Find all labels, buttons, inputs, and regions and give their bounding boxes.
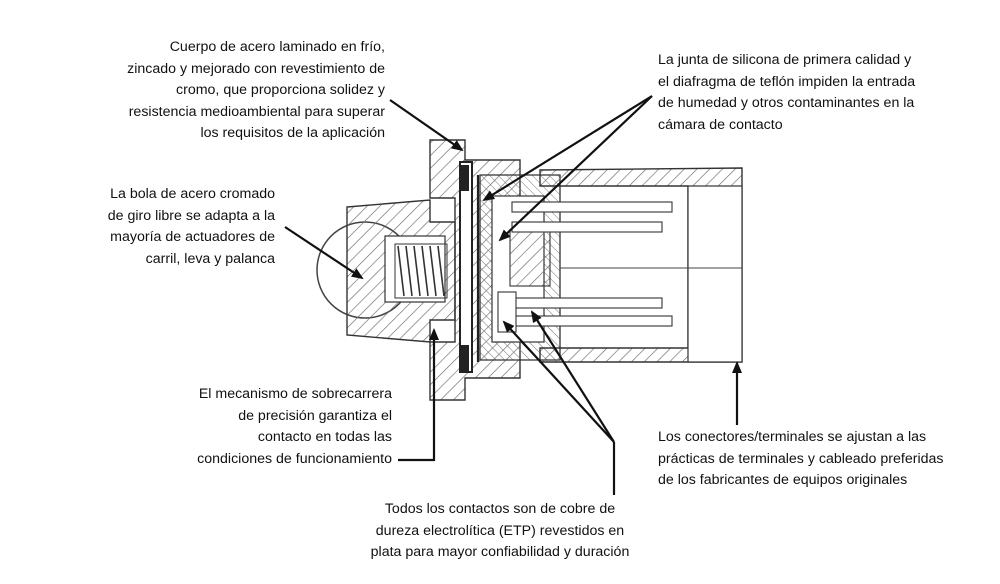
arrow-seal-2 xyxy=(498,95,653,242)
arrow-seal-1 xyxy=(482,95,653,202)
callout-steel-body: Cuerpo de acero laminado en frío, zincad… xyxy=(127,39,385,141)
arrow-steel-ball xyxy=(284,226,364,280)
callout-steel-ball: La bola de acero cromado de giro libre s… xyxy=(107,186,275,267)
arrow-steel-body xyxy=(389,99,464,152)
silicone-seal xyxy=(459,161,480,373)
arrow-contacts-2 xyxy=(502,320,615,443)
connector-shell xyxy=(539,167,743,363)
callout-seal: La junta de silicona de primera calidad … xyxy=(658,52,916,133)
callout-terminals: Los conectores/terminales se ajustan a l… xyxy=(658,429,944,488)
callout-overtravel: El mecanismo de sobrecarrera de precisió… xyxy=(197,386,392,467)
callout-contacts: Todos los contactos son de cobre de dure… xyxy=(370,501,630,560)
overtravel-spring xyxy=(394,243,448,299)
leader-lines xyxy=(284,95,742,495)
arrow-contacts-1 xyxy=(530,310,615,443)
arrow-overtravel xyxy=(398,328,439,462)
